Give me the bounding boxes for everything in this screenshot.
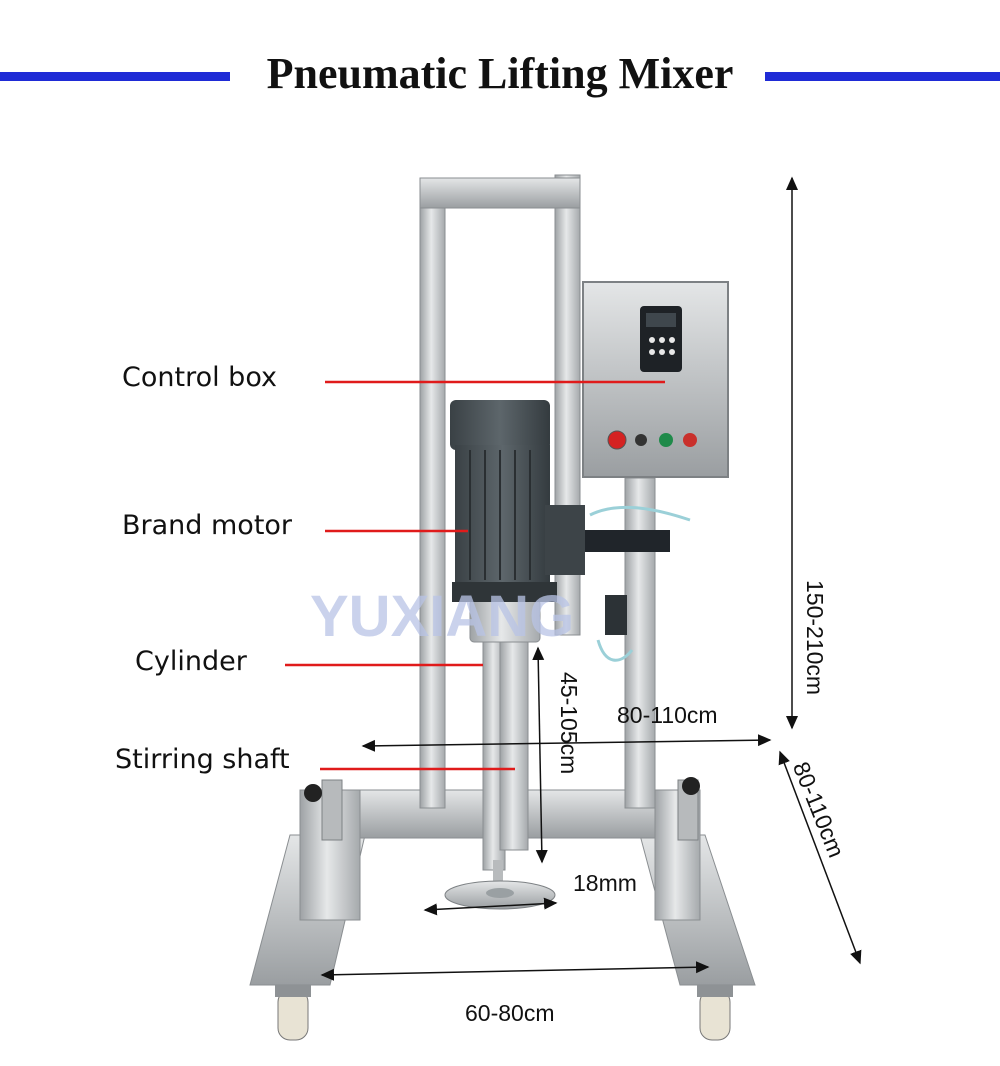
label-control-box: Control box bbox=[122, 362, 277, 393]
label-cylinder: Cylinder bbox=[135, 646, 247, 677]
arrow-shaft-stroke bbox=[532, 646, 548, 864]
control-box bbox=[582, 281, 729, 478]
callout-lines bbox=[285, 380, 665, 771]
title-bar: Pneumatic Lifting Mixer bbox=[0, 40, 1000, 110]
impeller bbox=[444, 880, 556, 910]
dim-shaft-diameter: 18mm bbox=[573, 870, 637, 896]
label-stirring-shaft: Stirring shaft bbox=[115, 744, 290, 775]
arrow-width bbox=[361, 734, 772, 752]
watermark: YUXIANG bbox=[310, 584, 574, 649]
dim-height: 150-210cm bbox=[802, 580, 828, 696]
page-title: Pneumatic Lifting Mixer bbox=[0, 48, 1000, 99]
dim-width: 80-110cm bbox=[617, 702, 718, 728]
label-brand-motor: Brand motor bbox=[122, 510, 293, 541]
arrow-shaft-diameter bbox=[423, 897, 558, 916]
cylinder-and-shaft bbox=[469, 599, 541, 895]
title-line-left bbox=[0, 72, 230, 81]
arrow-base-width bbox=[320, 961, 710, 981]
pneumatic-valves bbox=[585, 505, 691, 662]
dim-shaft-stroke: 45-105cm bbox=[556, 672, 582, 775]
dimension-arrows bbox=[320, 176, 862, 981]
lifting-frame bbox=[419, 174, 656, 809]
arrow-depth bbox=[778, 750, 862, 965]
title-line-right bbox=[765, 72, 1000, 81]
motor bbox=[450, 400, 585, 602]
wheels bbox=[275, 985, 733, 1041]
dim-base-width: 60-80cm bbox=[465, 1000, 555, 1026]
